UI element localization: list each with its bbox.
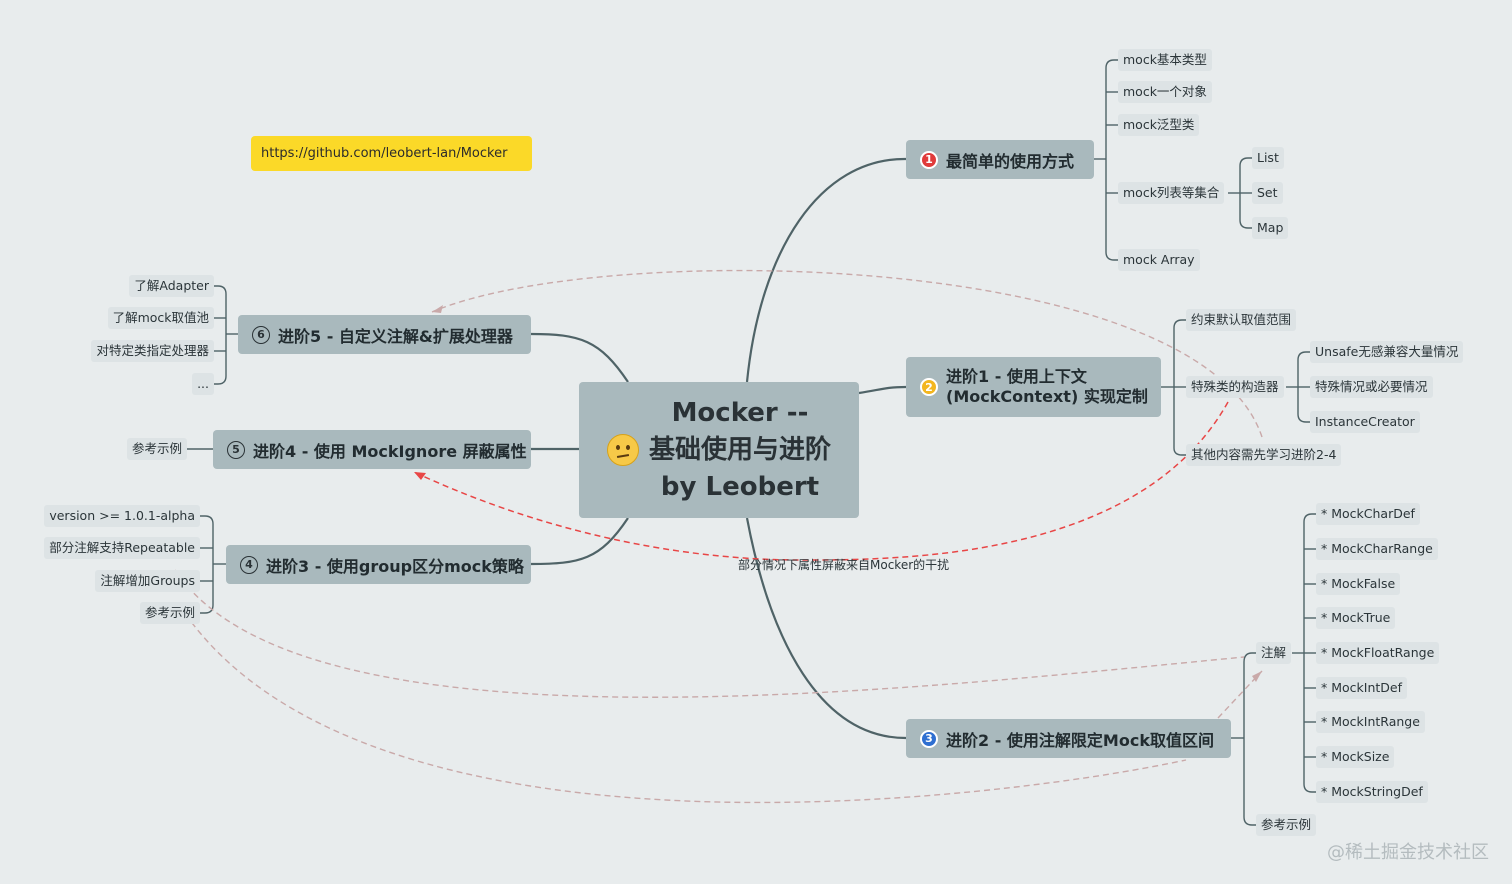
central-topic[interactable]: Mocker -- 基础使用与进阶 by Leobert: [579, 382, 859, 518]
leaf-mock-object[interactable]: mock一个对象: [1118, 81, 1212, 103]
relation-example-to-b3: [179, 605, 1187, 804]
leaf-special-case[interactable]: 特殊情况或必要情况: [1310, 376, 1433, 398]
leaf-annotation-item[interactable]: * MockFalse: [1316, 573, 1401, 595]
leaf-annotation-item[interactable]: * MockSize: [1316, 746, 1395, 768]
branch-mockignore[interactable]: 5 进阶4 - 使用 MockIgnore 屏蔽属性: [213, 430, 531, 469]
arrowhead-annotations: [1252, 671, 1262, 682]
leaf-groups[interactable]: 注解增加Groups: [95, 570, 200, 592]
leaf-adapter[interactable]: 了解Adapter: [129, 275, 214, 297]
central-title-line: by Leobert: [660, 471, 820, 502]
priority-3-icon: 3: [920, 729, 938, 748]
branch-context-customization[interactable]: 2 进阶1 - 使用上下文 (MockContext) 实现定制: [906, 357, 1161, 417]
watermark: @稀土掘金技术社区: [1327, 842, 1489, 863]
leaf-repeatable[interactable]: 部分注解支持Repeatable: [44, 537, 200, 559]
arrowhead-b6: [432, 305, 443, 313]
leaf-connectors: [187, 59, 1316, 826]
priority-2-icon: 2: [920, 378, 938, 396]
branch-label: 最简单的使用方式: [946, 151, 1075, 171]
connector-center-b2: [858, 385, 907, 395]
branch-label-line: 进阶1 - 使用上下文: [946, 367, 1087, 386]
github-link[interactable]: https://github.com/leobert-lan/Mocker: [251, 136, 532, 171]
leaf-special-constructor[interactable]: 特殊类的构造器: [1186, 376, 1284, 398]
central-title: Mocker -- 基础使用与进阶 by Leobert: [649, 395, 831, 506]
leaf-learn-others-first[interactable]: 其他内容需先学习进阶2-4: [1186, 444, 1342, 466]
leaf-annotation-item[interactable]: * MockIntRange: [1316, 711, 1425, 733]
leaf-annotations[interactable]: 注解: [1256, 642, 1292, 664]
priority-5-icon: 5: [227, 440, 245, 459]
connector-center-b1: [745, 157, 907, 383]
leaf-annotation-item[interactable]: * MockCharRange: [1316, 538, 1438, 560]
leaf-annotation-item[interactable]: * MockStringDef: [1316, 781, 1428, 803]
branch-label: 进阶5 - 自定义注解&扩展处理器: [278, 326, 513, 346]
leaf-mock-basic-types[interactable]: mock基本类型: [1118, 49, 1212, 71]
leaf-more[interactable]: ...: [192, 373, 214, 395]
connector-center-b3: [745, 517, 907, 740]
leaf-set[interactable]: Set: [1252, 182, 1283, 204]
branch-label: 进阶1 - 使用上下文 (MockContext) 实现定制: [946, 367, 1148, 407]
relationship-label: 部分情况下属性屏蔽来自Mocker的干扰: [738, 558, 950, 572]
main-connectors: [530, 157, 907, 740]
confused-face-icon: [606, 434, 639, 466]
leaf-annotation-item[interactable]: * MockFloatRange: [1316, 642, 1440, 664]
branch-custom-annotation[interactable]: 6 进阶5 - 自定义注解&扩展处理器: [238, 315, 531, 354]
connector-center-b6: [530, 332, 629, 383]
leaf-annotation-item[interactable]: * MockTrue: [1316, 607, 1396, 629]
branch-annotation-range[interactable]: 3 进阶2 - 使用注解限定Mock取值区间: [906, 719, 1231, 758]
priority-6-icon: 6: [252, 325, 270, 344]
leaf-unsafe[interactable]: Unsafe无感兼容大量情况: [1310, 341, 1464, 363]
leaf-default-range[interactable]: 约束默认取值范围: [1186, 309, 1297, 331]
leaf-annotation-item[interactable]: * MockCharDef: [1316, 503, 1420, 525]
branch-basic-usage[interactable]: 1 最简单的使用方式: [906, 140, 1094, 179]
connector-center-b4: [530, 517, 629, 566]
leaf-example[interactable]: 参考示例: [139, 602, 200, 624]
priority-1-icon: 1: [920, 150, 938, 169]
arrowhead-b5: [414, 472, 426, 480]
central-title-line: Mocker --: [671, 397, 809, 428]
leaf-mock-generic[interactable]: mock泛型类: [1118, 114, 1200, 136]
leaf-instance-creator[interactable]: InstanceCreator: [1310, 411, 1420, 433]
leaf-map[interactable]: Map: [1252, 217, 1289, 239]
relation-b2-to-b6: [431, 269, 1263, 438]
central-title-line: 基础使用与进阶: [648, 434, 831, 465]
leaf-mock-collections[interactable]: mock列表等集合: [1118, 182, 1225, 204]
leaf-example[interactable]: 参考示例: [126, 438, 187, 460]
leaf-version[interactable]: version >= 1.0.1-alpha: [44, 505, 200, 527]
relation-ignore-red: [413, 401, 1229, 561]
leaf-annotation-item[interactable]: * MockIntDef: [1316, 677, 1407, 699]
leaf-list[interactable]: List: [1252, 147, 1284, 169]
relation-groups-to-annotations: [174, 569, 1245, 698]
leaf-example[interactable]: 参考示例: [1256, 814, 1317, 836]
leaf-mock-array[interactable]: mock Array: [1118, 249, 1200, 271]
branch-label-line: (MockContext) 实现定制: [946, 387, 1148, 406]
branch-label: 进阶2 - 使用注解限定Mock取值区间: [946, 730, 1214, 750]
branch-label: 进阶4 - 使用 MockIgnore 屏蔽属性: [253, 441, 527, 461]
leaf-value-pool[interactable]: 了解mock取值池: [107, 307, 214, 329]
priority-4-icon: 4: [240, 555, 258, 574]
leaf-specific-handler[interactable]: 对特定类指定处理器: [91, 340, 214, 362]
arrowheads: [432, 305, 1262, 682]
branch-label: 进阶3 - 使用group区分mock策略: [266, 556, 524, 576]
branch-group-strategy[interactable]: 4 进阶3 - 使用group区分mock策略: [226, 545, 531, 584]
